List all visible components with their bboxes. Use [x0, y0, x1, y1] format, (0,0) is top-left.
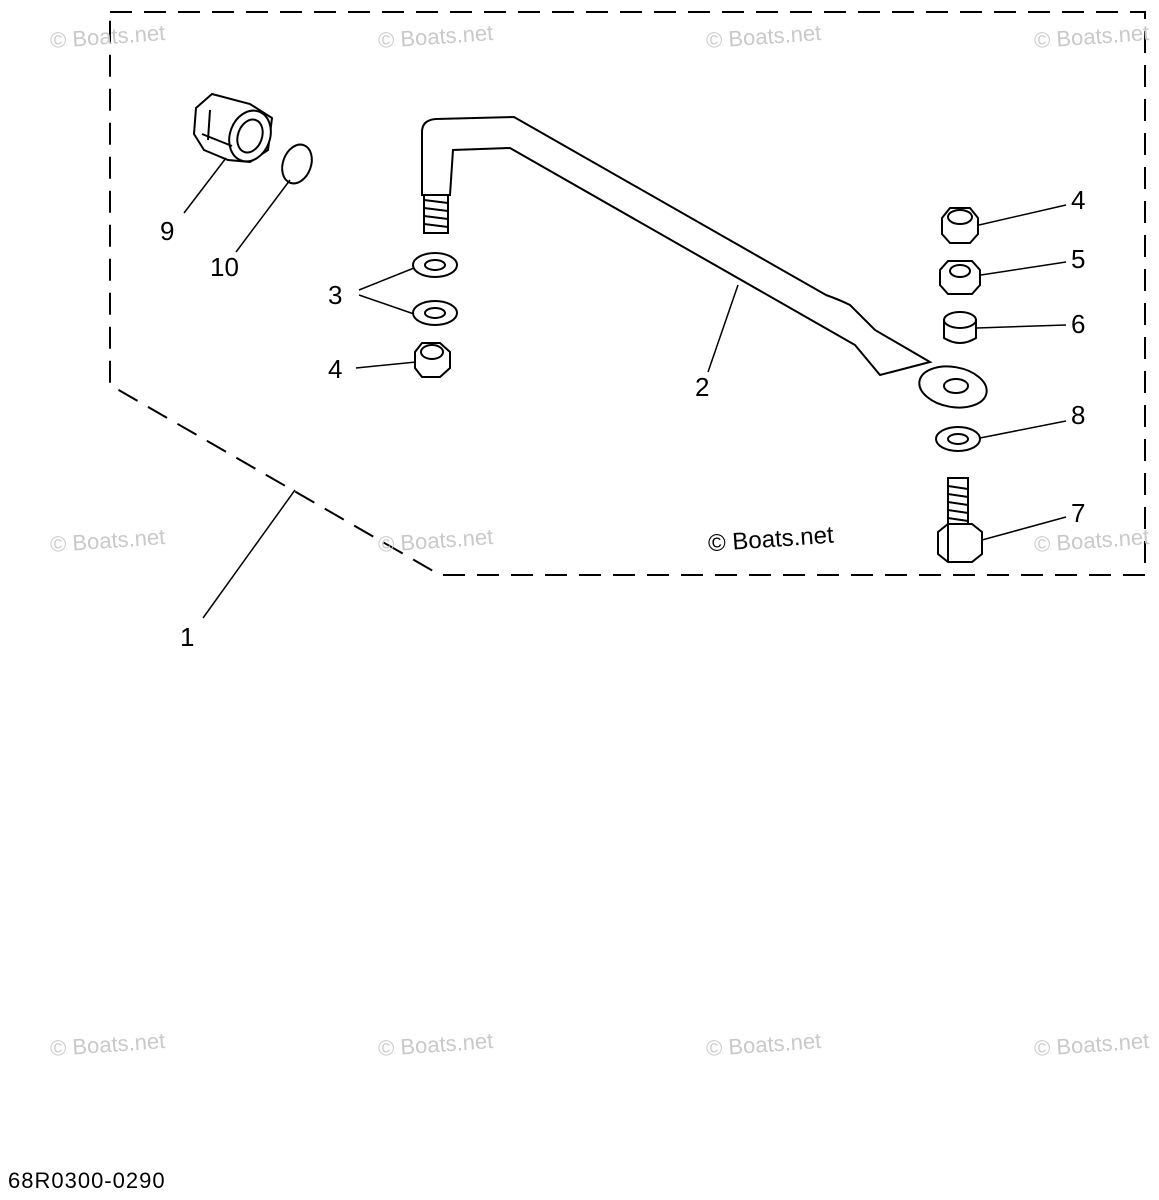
- callout-3: 3: [328, 280, 343, 310]
- callout-4-left: 4: [328, 354, 343, 384]
- part-nut-5: [939, 260, 981, 295]
- part-nut-4-right: [941, 207, 979, 244]
- callout-1: 1: [180, 622, 195, 652]
- part-washers-3: [412, 252, 458, 326]
- part-washer-8: [935, 426, 981, 452]
- part-o-ring-10: [281, 143, 313, 185]
- callout-2: 2: [695, 372, 710, 402]
- callout-5: 5: [1071, 244, 1086, 274]
- part-collar-6: [943, 311, 977, 344]
- callout-8: 8: [1071, 400, 1086, 430]
- part-steering-rod-2: [421, 115, 988, 409]
- part-bushing-9: [192, 92, 274, 164]
- leader-lines: [183, 157, 1067, 619]
- callout-7: 7: [1071, 498, 1086, 528]
- part-nut-4-left: [414, 342, 451, 378]
- callout-9: 9: [160, 216, 175, 246]
- callout-6: 6: [1071, 309, 1086, 339]
- callout-4-right: 4: [1071, 185, 1086, 215]
- part-bolt-7: [937, 477, 983, 563]
- callout-10: 10: [210, 252, 239, 282]
- drawing-id: 68R0300-0290: [8, 1168, 166, 1193]
- kit-boundary-outline: [109, 11, 1146, 576]
